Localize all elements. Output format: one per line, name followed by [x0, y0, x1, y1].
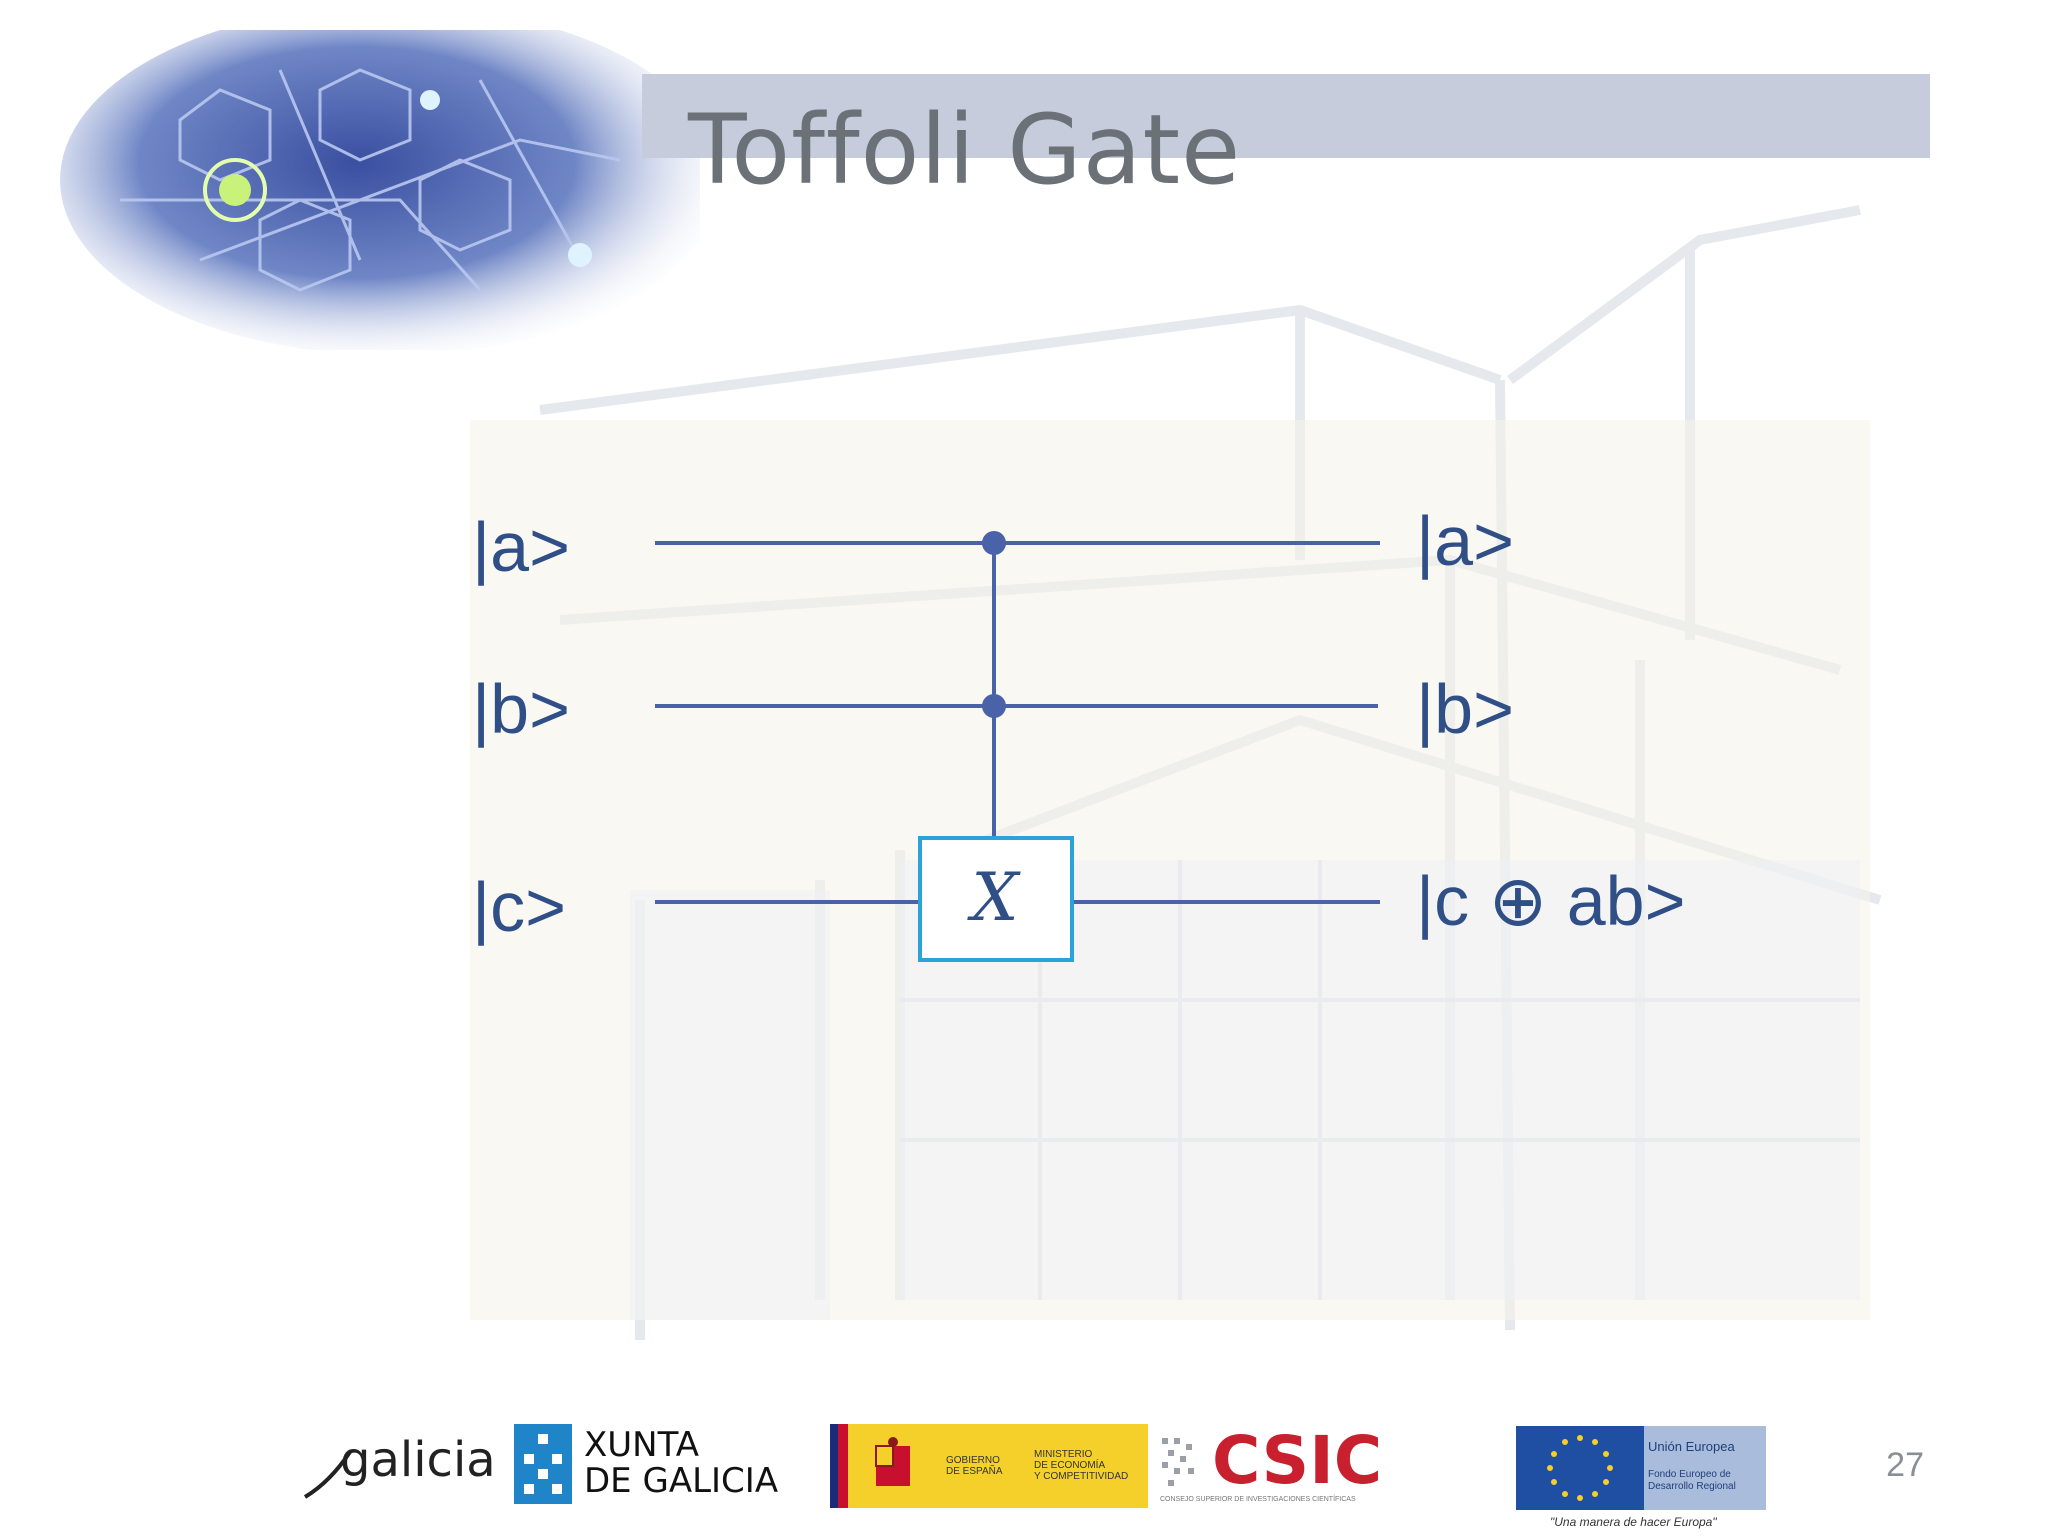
- footer-logos: galicia XUNTA DE GALICIA GOBI: [0, 1400, 2048, 1536]
- control-dot-b: [982, 694, 1006, 718]
- xunta-line2: DE GALICIA: [584, 1461, 779, 1501]
- xunta-line1: XUNTA: [584, 1425, 699, 1465]
- input-label-c: |c>: [472, 868, 567, 946]
- input-label-b: |b>: [472, 670, 570, 748]
- ministerio-line3: Y COMPETITIVIDAD: [1034, 1471, 1129, 1482]
- gobierno-ministerio-banner: GOBIERNO DE ESPAÑA MINISTERIO DE ECONOMÍ…: [830, 1424, 1148, 1508]
- output-label-a: |a>: [1416, 502, 1514, 580]
- slide-title: Toffoli Gate: [688, 94, 1242, 206]
- eu-line2: Fondo Europeo de: [1648, 1469, 1731, 1480]
- spain-coat-of-arms-icon: [875, 1437, 910, 1486]
- control-dot-a: [982, 531, 1006, 555]
- spain-flag-stripe: [830, 1424, 838, 1508]
- eu-banner: Unión Europea Fondo Europeo de Desarroll…: [1516, 1426, 1766, 1510]
- circuit-board-header-art: [60, 30, 700, 350]
- eu-stars-icon: [1547, 1435, 1613, 1501]
- galicia-logo-text: galicia: [340, 1432, 496, 1488]
- spain-flag-red: [838, 1424, 848, 1508]
- eu-line1: Unión Europea: [1648, 1439, 1735, 1454]
- output-label-b: |b>: [1416, 670, 1514, 748]
- csic-pattern-icon: [1162, 1438, 1194, 1486]
- x-gate-label: X: [971, 859, 1019, 936]
- csic-logo-text: CSIC: [1212, 1422, 1383, 1499]
- input-label-a: |a>: [472, 508, 570, 586]
- x-gate-box: [918, 836, 1074, 962]
- page-number: 27: [1886, 1446, 1924, 1484]
- gobierno-line2: DE ESPAÑA: [946, 1466, 1003, 1477]
- eu-motto: "Una manera de hacer Europa": [1550, 1515, 1717, 1529]
- ministerio-line1: MINISTERIO: [1034, 1449, 1093, 1460]
- title-bar: [642, 74, 1930, 158]
- csic-subtitle: CONSEJO SUPERIOR DE INVESTIGACIONES CIEN…: [1160, 1496, 1356, 1503]
- output-label-c-xor-ab: |c ⊕ ab>: [1416, 862, 1686, 940]
- ministerio-line2: DE ECONOMÍA: [1034, 1460, 1106, 1471]
- xunta-shield-icon: [514, 1424, 572, 1504]
- gobierno-line1: GOBIERNO: [946, 1455, 1000, 1466]
- galicia-swoosh-icon: [303, 1450, 352, 1499]
- eu-line3: Desarrollo Regional: [1648, 1481, 1736, 1492]
